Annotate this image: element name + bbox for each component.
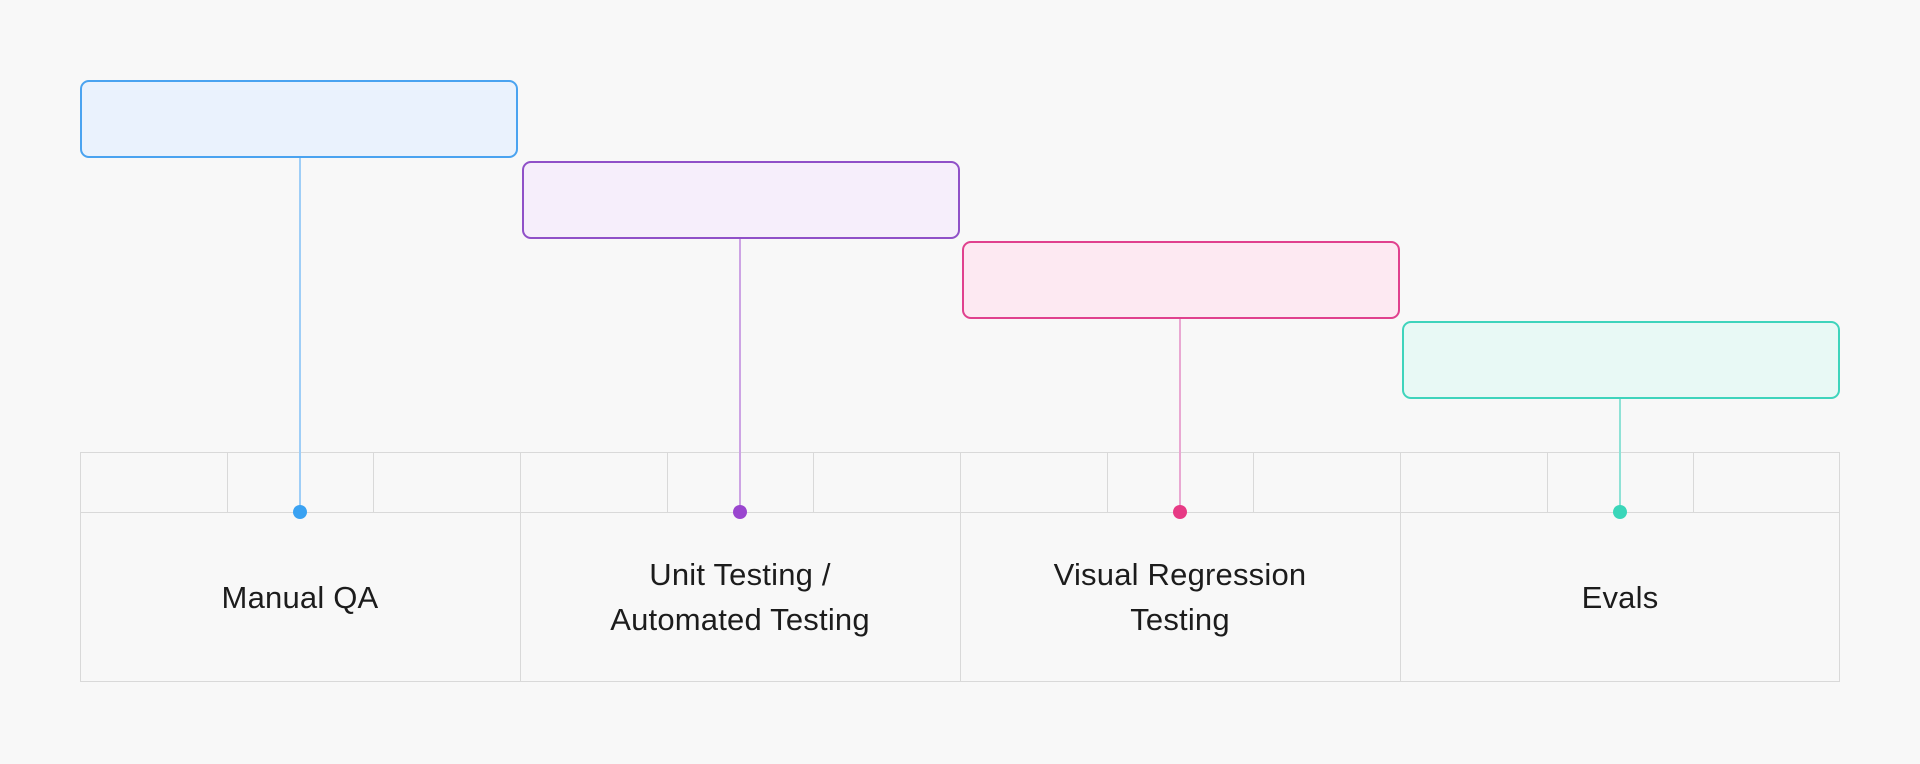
timeline-dot bbox=[1613, 505, 1627, 519]
grid-subcell-divider bbox=[666, 452, 668, 512]
timeline-dot bbox=[1173, 505, 1187, 519]
phase-box-manual-qa bbox=[80, 80, 518, 158]
connector-line bbox=[299, 158, 301, 512]
phase-label-line: Evals bbox=[1581, 579, 1659, 615]
grid-subcell-divider bbox=[1546, 452, 1548, 512]
grid-subcell-divider bbox=[1106, 452, 1108, 512]
timeline-dot bbox=[733, 505, 747, 519]
grid-column-divider bbox=[960, 452, 961, 682]
phase-label-line: Testing bbox=[1130, 602, 1230, 637]
grid-subcell-divider bbox=[813, 452, 815, 512]
grid-column-divider bbox=[1400, 452, 1401, 682]
grid-subcell-divider bbox=[1693, 452, 1695, 512]
grid-subcell-divider bbox=[373, 452, 375, 512]
grid-column-divider bbox=[520, 452, 521, 682]
phase-box-visual-regression-testing bbox=[962, 241, 1400, 319]
phase-label-line: Manual QA bbox=[221, 579, 379, 615]
phase-box-unit-testing-automated-testing bbox=[522, 161, 960, 239]
phase-label-line: Unit Testing / bbox=[649, 557, 831, 592]
phase-label-line: Automated Testing bbox=[610, 602, 870, 637]
grid-subcell-divider bbox=[1253, 452, 1255, 512]
phase-label-manual-qa: Manual QA bbox=[80, 512, 520, 682]
phase-label-unit-testing-automated-testing: Unit Testing / Automated Testing bbox=[520, 512, 960, 682]
connector-line bbox=[1619, 399, 1621, 512]
grid-subcell-divider bbox=[226, 452, 228, 512]
phase-label-line: Visual Regression bbox=[1053, 557, 1307, 592]
phase-box-evals bbox=[1402, 321, 1840, 399]
timeline-dot bbox=[293, 505, 307, 519]
connector-line bbox=[1179, 319, 1181, 512]
phase-label-evals: Evals bbox=[1400, 512, 1840, 682]
connector-line bbox=[739, 239, 741, 512]
